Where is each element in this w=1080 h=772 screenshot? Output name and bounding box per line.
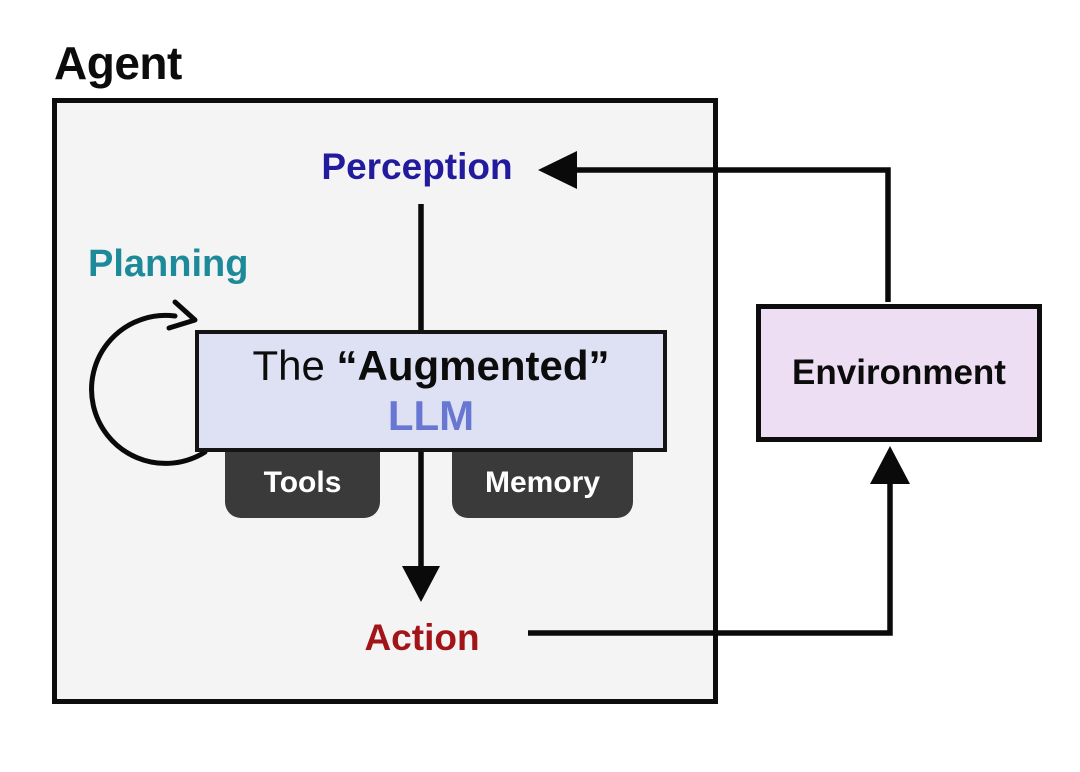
perception-label: Perception bbox=[321, 146, 513, 187]
environment-box: Environment bbox=[756, 304, 1042, 442]
action-label: Action bbox=[364, 617, 480, 658]
agent-title: Agent bbox=[54, 37, 182, 89]
llm-box-title-emphasis: “Augmented” bbox=[336, 342, 610, 389]
environment-to-perception-arrow bbox=[538, 151, 891, 302]
planning-label: Planning bbox=[88, 243, 249, 285]
memory-tab: Memory bbox=[452, 448, 633, 518]
llm-box-title-prefix: The bbox=[252, 342, 337, 389]
environment-label: Environment bbox=[792, 353, 1006, 392]
action-to-environment-arrow bbox=[528, 446, 910, 636]
augmented-llm-box: The “Augmented” LLM bbox=[195, 330, 667, 452]
planning-loop-arrow bbox=[89, 299, 208, 466]
tools-tab: Tools bbox=[225, 448, 380, 518]
llm-box-subtitle: LLM bbox=[387, 392, 475, 439]
llm-box-title: The “Augmented” bbox=[252, 341, 609, 391]
